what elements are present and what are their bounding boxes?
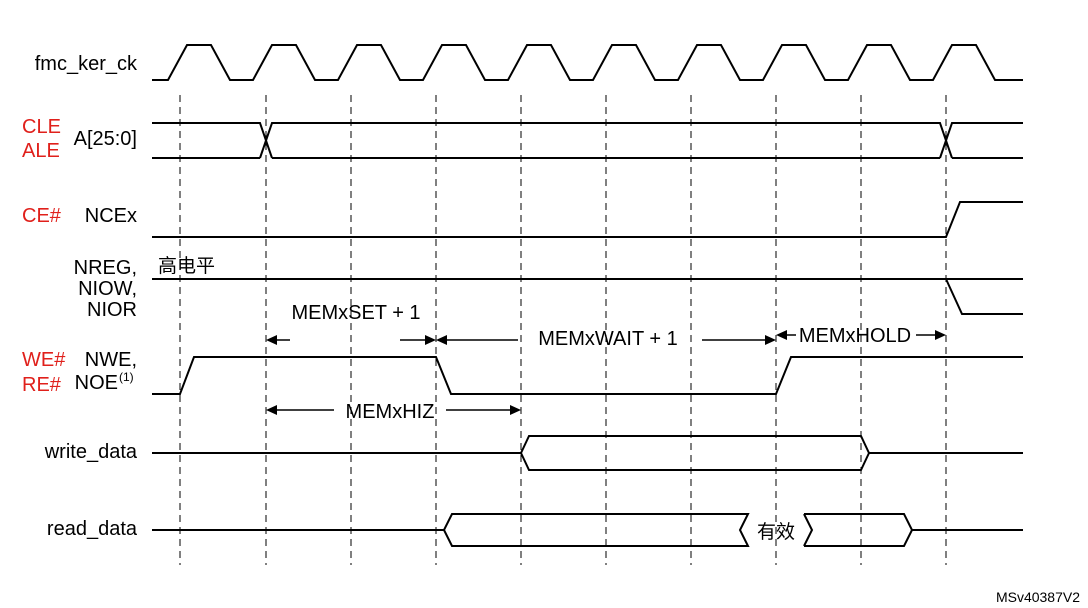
nreg-label: NREG, [74, 257, 137, 279]
memx-wait-label: MEMxWAIT + 1 [538, 328, 677, 350]
re-tag: RE# [22, 374, 62, 396]
hold-arrowhead-left [776, 330, 787, 340]
fmc-ker-ck-label: fmc_ker_ck [35, 53, 138, 75]
we-tag: WE# [22, 349, 66, 371]
write-data-label: write_data [44, 441, 138, 463]
cle-tag: CLE [22, 116, 61, 138]
nior-label: NIOR [87, 299, 137, 321]
memx-hiz-interval: MEMxHIZ [266, 401, 521, 423]
ncex-wave [152, 201, 1023, 238]
hold-arrowhead-right [935, 330, 946, 340]
address-label: A[25:0] [74, 128, 137, 150]
ale-tag: ALE [22, 140, 60, 162]
write-data-wave [152, 435, 1023, 471]
memx-hiz-label: MEMxHIZ [346, 401, 435, 423]
address-bus-top [152, 122, 1023, 159]
read-data-wave [152, 513, 1023, 547]
guide-lines [179, 95, 947, 565]
memx-set-interval: MEMxSET + 1 [266, 302, 436, 345]
read-data-label: read_data [47, 518, 138, 540]
memx-hold-interval: MEMxHOLD [776, 325, 946, 347]
wait-arrowhead-right [765, 335, 776, 345]
high-level-note: 高电平 [158, 255, 215, 277]
nwe-noe-wave [152, 356, 1023, 395]
read-valid-label: 有效 [757, 521, 795, 543]
ce-tag: CE# [22, 205, 62, 227]
hiz-arrowhead-left [266, 405, 277, 415]
wait-arrowhead-left [436, 335, 447, 345]
memx-set-label: MEMxSET + 1 [291, 302, 420, 324]
figure-code: MSv40387V2 [996, 589, 1080, 605]
ncex-label: NCEx [85, 205, 137, 227]
niow-label: NIOW, [78, 278, 137, 300]
memx-hold-label: MEMxHOLD [799, 325, 911, 347]
memx-wait-interval: MEMxWAIT + 1 [436, 328, 776, 350]
noe-footnote-mark: (1) [119, 370, 134, 384]
fmc-ker-ck-wave [152, 44, 1023, 81]
set-arrowhead-right [425, 335, 436, 345]
nreg-wave [152, 278, 1023, 315]
nwe-label: NWE, [85, 349, 137, 371]
noe-label: NOE [75, 372, 118, 394]
hiz-arrowhead-right [510, 405, 521, 415]
set-arrowhead-left [266, 335, 277, 345]
